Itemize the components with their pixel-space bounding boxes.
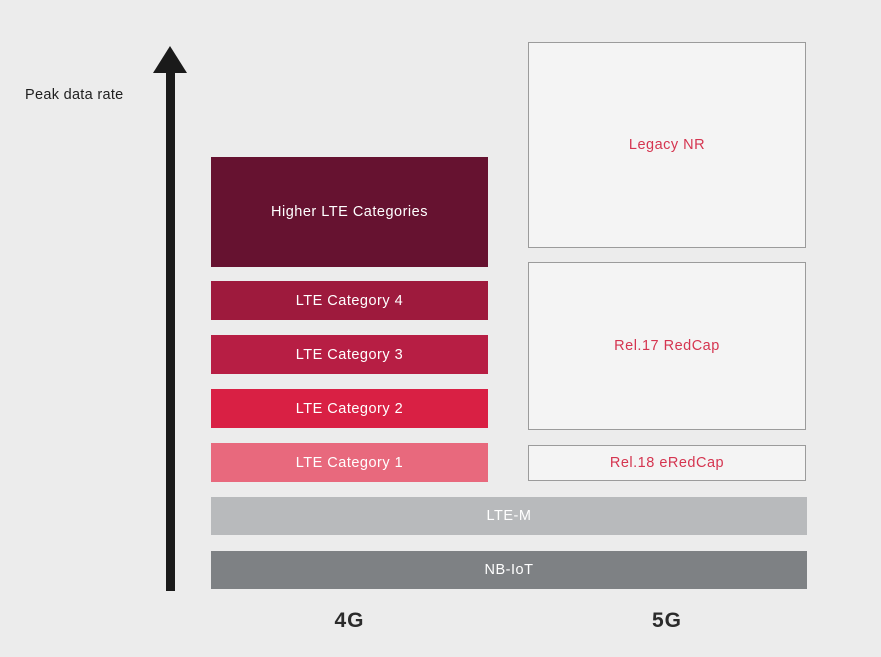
- box-higher-lte-categories: Higher LTE Categories: [211, 157, 488, 267]
- peak-data-rate-arrow-shaft: [166, 70, 175, 591]
- label-5g: 5G: [651, 609, 682, 632]
- box-lte-m: LTE-M: [211, 497, 807, 535]
- box-lte-category-3: LTE Category 3: [211, 335, 488, 374]
- box-lte-category-1: LTE Category 1: [211, 443, 488, 482]
- box-rel18-eredcap: Rel.18 eRedCap: [528, 445, 806, 481]
- box-lte-category-4: LTE Category 4: [211, 281, 488, 320]
- label-4g: 4G: [334, 609, 365, 632]
- peak-data-rate-arrow-head-icon: [153, 46, 187, 73]
- peak-data-rate-label: Peak data rate: [25, 87, 124, 103]
- box-nb-iot: NB-IoT: [211, 551, 807, 589]
- box-legacy-nr: Legacy NR: [528, 42, 806, 248]
- box-lte-category-2: LTE Category 2: [211, 389, 488, 428]
- box-rel17-redcap: Rel.17 RedCap: [528, 262, 806, 430]
